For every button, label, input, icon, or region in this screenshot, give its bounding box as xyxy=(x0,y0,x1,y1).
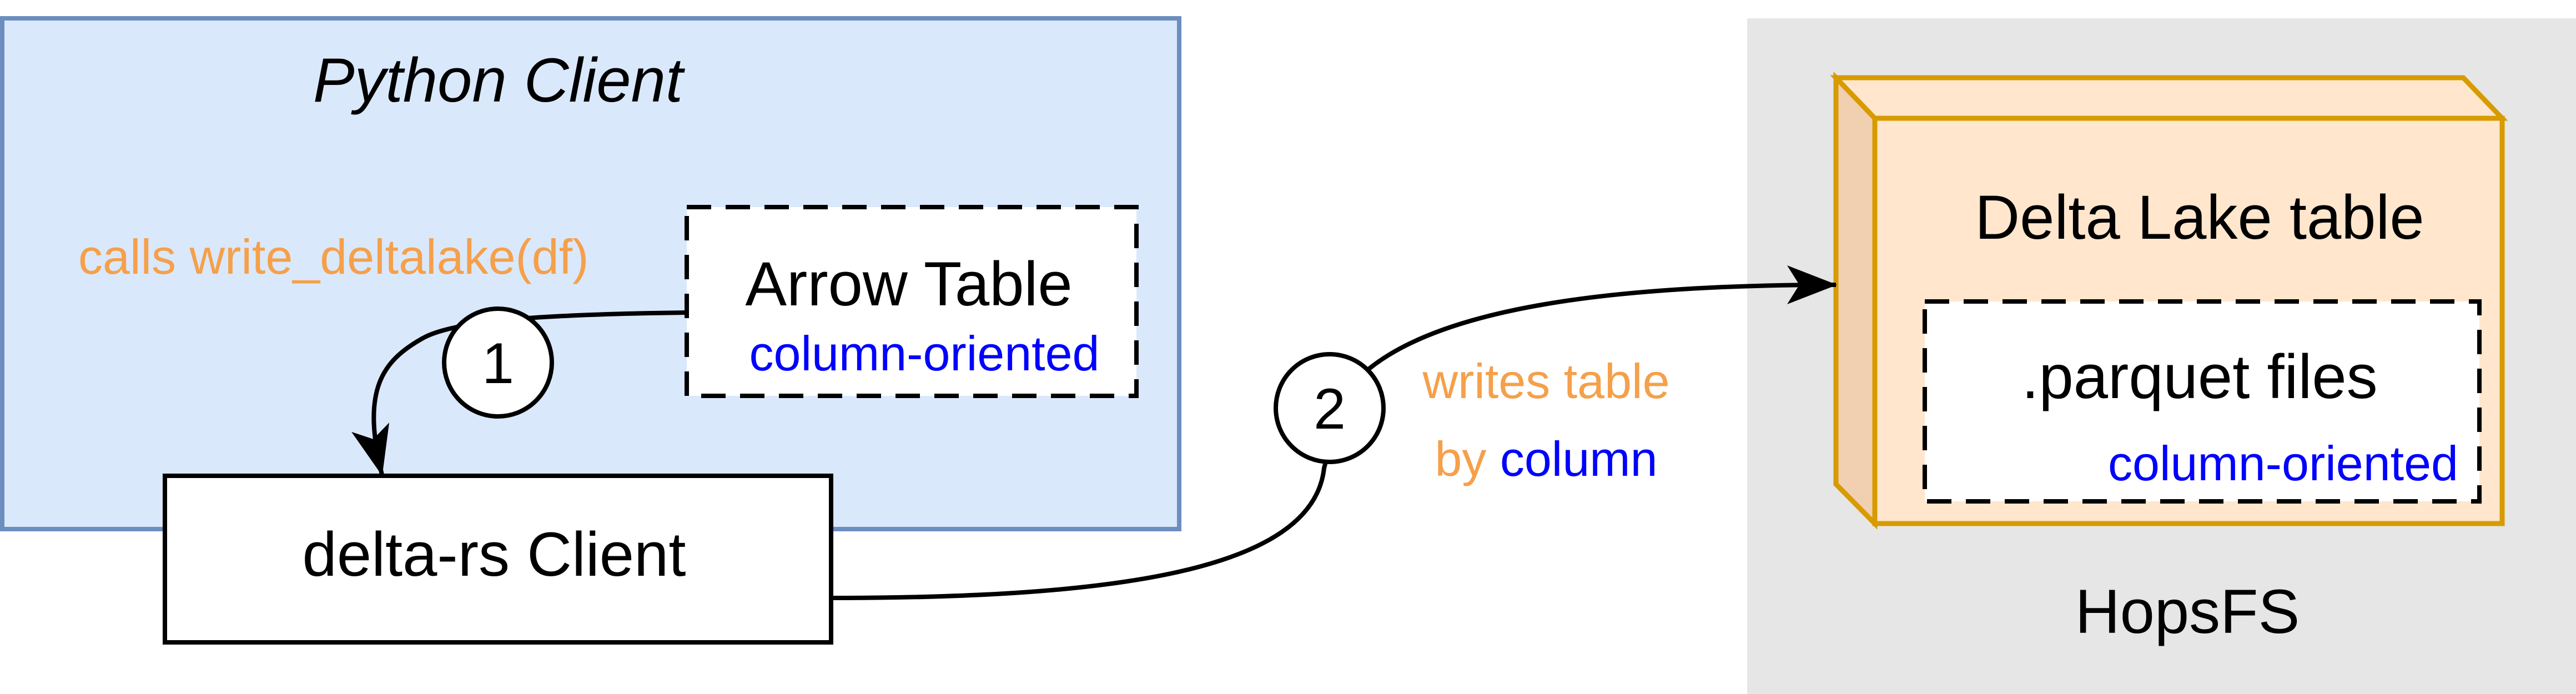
arrow-table-subtitle: column-oriented xyxy=(749,326,1100,381)
delta-rs-client-label: delta-rs Client xyxy=(303,520,686,589)
delta-lake-table-title: Delta Lake table xyxy=(1975,183,2424,252)
parquet-files-title: .parquet files xyxy=(2021,342,2377,411)
step-2-label-line1: writes table xyxy=(1422,354,1669,409)
python-client-title: Python Client xyxy=(313,46,685,115)
step-2-label-by: by xyxy=(1435,431,1486,486)
step-2-label-line2: by column xyxy=(1435,431,1657,486)
step-2-circle xyxy=(1274,352,1386,464)
step-1-circle xyxy=(442,306,554,419)
arrow-table-title: Arrow Table xyxy=(745,249,1072,319)
delta-box-top-face xyxy=(1830,75,2508,121)
delta-box-side-face xyxy=(1833,71,1878,530)
step-2-label-column: column xyxy=(1500,431,1658,486)
parquet-files-box xyxy=(1923,299,2482,504)
parquet-files-subtitle: column-oriented xyxy=(2108,436,2458,491)
arrow-table-to-client-connector xyxy=(351,310,687,476)
step-2-number: 2 xyxy=(1314,377,1346,441)
arrow-table-box xyxy=(685,205,1139,398)
hopsfs-label: HopsFS xyxy=(2075,577,2300,646)
write-deltalake-call-label: calls write_deltalake(df) xyxy=(78,229,589,284)
step-1-badge: 1 xyxy=(442,306,554,419)
step-1-number: 1 xyxy=(482,331,514,396)
delta-rs-client-box xyxy=(163,474,833,645)
step-2-badge: 2 xyxy=(1274,352,1386,464)
